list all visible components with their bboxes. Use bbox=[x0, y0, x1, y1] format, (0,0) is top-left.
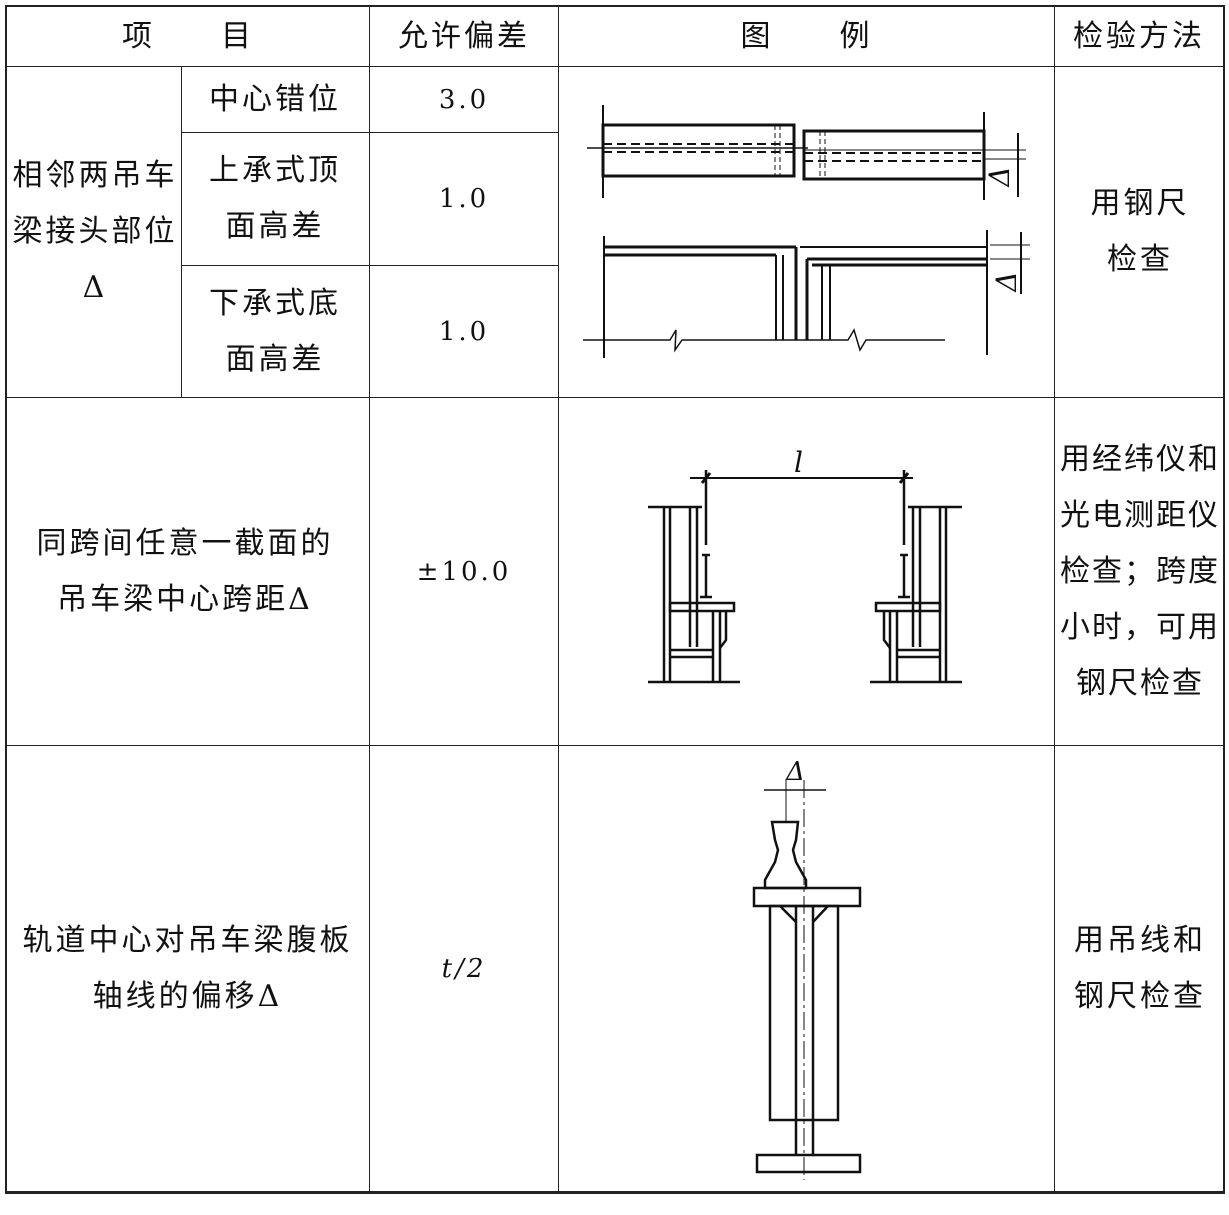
row1-sub1-label: 中心错位 bbox=[209, 81, 341, 117]
divider bbox=[558, 5, 559, 1193]
row1-sub2-tolerance: 1.0 bbox=[438, 184, 490, 214]
row2-tolerance: ±10.0 bbox=[416, 556, 512, 587]
crane-span-figure bbox=[648, 468, 964, 684]
row1-item: 相邻两吊车梁接头部位Δ bbox=[12, 158, 178, 305]
row3-item: 轨道中心对吊车梁腹板轴线的偏移Δ bbox=[22, 922, 353, 1014]
header-item: 项 目 bbox=[122, 18, 254, 54]
rail-offset-figure bbox=[752, 780, 862, 1180]
delta-label: Δ bbox=[990, 268, 1023, 292]
row2-method: 用经纬仪和光电测距仪检查；跨度小时，可用钢尺检查 bbox=[1060, 441, 1220, 701]
header-tolerance: 允许偏差 bbox=[398, 18, 530, 54]
border bbox=[5, 5, 7, 1193]
divider bbox=[181, 66, 182, 397]
border bbox=[5, 1191, 1225, 1194]
delta-label: Δ bbox=[983, 163, 1016, 187]
row3-tolerance: t/2 bbox=[441, 953, 487, 984]
header-method: 检验方法 bbox=[1073, 18, 1205, 54]
divider bbox=[369, 5, 370, 1193]
row1-method: 用钢尺检查 bbox=[1090, 186, 1190, 277]
beam-joint-elevation-figure bbox=[583, 230, 1030, 358]
divider bbox=[5, 745, 1225, 746]
row1-sub1-tolerance: 3.0 bbox=[438, 84, 490, 115]
row3-method: 用吊线和钢尺检查 bbox=[1074, 922, 1206, 1014]
beam-joint-plan-figure bbox=[587, 105, 1026, 200]
divider bbox=[5, 66, 1225, 67]
row1-sub3-label: 下承式底面高差 bbox=[209, 285, 341, 377]
divider bbox=[5, 397, 1225, 398]
row2-item: 同跨间任意一截面的吊车梁中心跨距Δ bbox=[36, 525, 334, 617]
delta-label: Δ bbox=[786, 757, 808, 787]
span-label: l bbox=[794, 446, 806, 479]
border bbox=[5, 5, 1225, 7]
row1-sub3-tolerance: 1.0 bbox=[438, 316, 490, 347]
border bbox=[1223, 5, 1225, 1193]
divider bbox=[1054, 5, 1055, 1193]
header-figure: 图 例 bbox=[740, 18, 873, 54]
row1-sub2-label: 上承式顶面高差 bbox=[209, 153, 341, 244]
